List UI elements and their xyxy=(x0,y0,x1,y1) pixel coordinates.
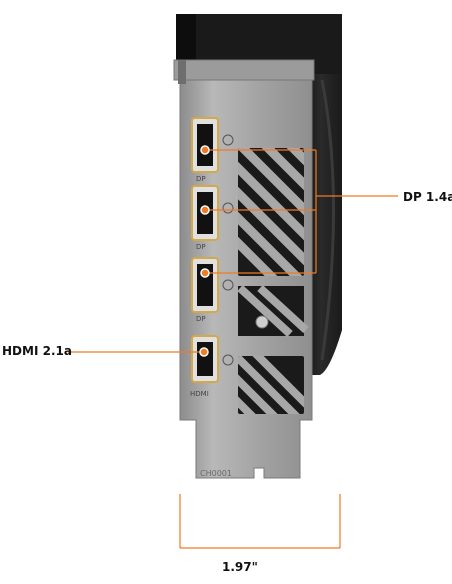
vent-slots-upper xyxy=(238,148,304,276)
displayport-1: DP xyxy=(191,117,234,183)
svg-text:DP: DP xyxy=(196,315,206,323)
vent-slots-middle xyxy=(237,285,309,337)
hdmi-callout-label: HDMI 2.1a xyxy=(2,344,72,358)
svg-text:HDMI: HDMI xyxy=(190,390,209,398)
width-dimension-bracket xyxy=(179,494,341,549)
svg-text:DP: DP xyxy=(196,243,206,251)
vent-slots-lower xyxy=(238,356,304,414)
width-dimension-label: 1.97" xyxy=(222,560,258,574)
dp-callout-label: DP 1.4a xyxy=(403,190,452,204)
dp-callout-lines xyxy=(205,149,398,274)
svg-text:DP: DP xyxy=(196,175,206,183)
connector-dots xyxy=(199,145,210,357)
svg-text:CH0001: CH0001 xyxy=(200,469,232,478)
